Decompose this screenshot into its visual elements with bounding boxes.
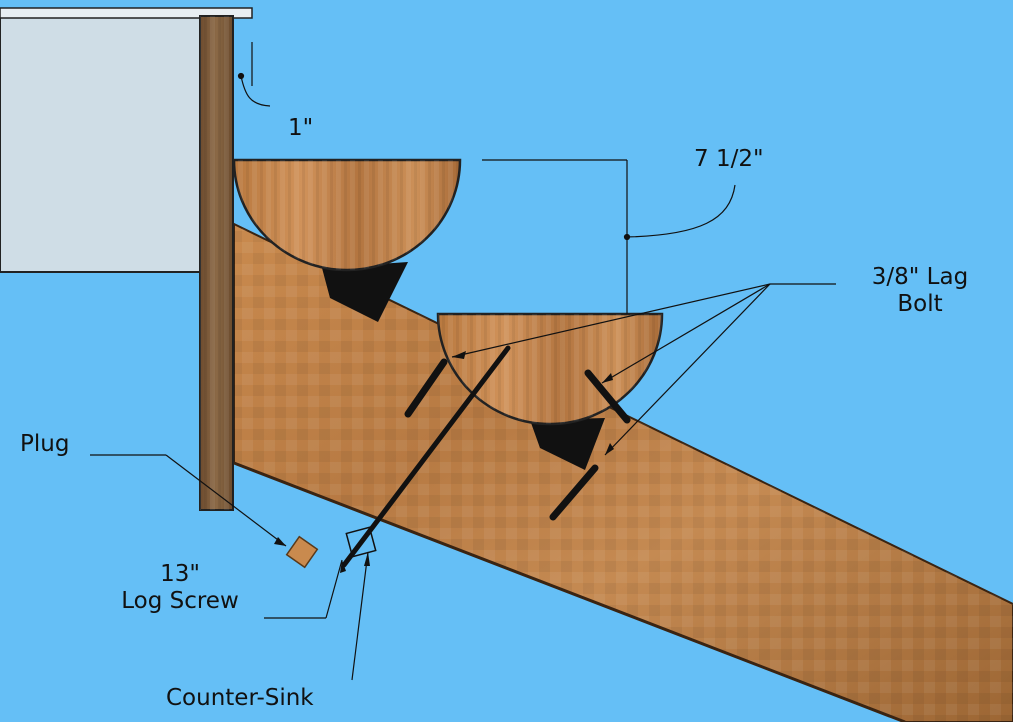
label-1-inch: 1" [288, 115, 314, 141]
label-log-screw-line2: Log Screw [121, 588, 239, 614]
deck-wall [0, 7, 253, 273]
lag-bolts [404, 358, 631, 521]
label-log-screw: 13" Log Screw [100, 561, 260, 615]
upper-tread [232, 158, 462, 272]
lag-bolt-right [584, 369, 631, 424]
lag-bolt-left [404, 358, 448, 418]
label-7-1-2-inch: 7 1/2" [694, 146, 764, 172]
label-counter-sink: Counter-Sink [166, 685, 314, 711]
upper-tread-wedge [322, 262, 408, 322]
leader-arrowheads [274, 351, 614, 573]
stringer-log [233, 222, 1013, 722]
lower-tread-wedge [530, 418, 605, 470]
plug-block [285, 535, 319, 569]
label-log-screw-line1: 13" [160, 561, 200, 587]
label-plug: Plug [20, 431, 70, 457]
leader-lines [90, 42, 836, 681]
log-screw [285, 345, 511, 569]
lag-bolt-bottom [549, 464, 599, 521]
label-lag-bolt-line1: 3/8" Lag [871, 264, 969, 290]
label-lag-bolt-line2: Bolt [897, 291, 943, 317]
label-lag-bolt: 3/8" Lag Bolt [852, 264, 988, 318]
counter-sink-box [345, 526, 377, 558]
vertical-post [199, 15, 234, 511]
